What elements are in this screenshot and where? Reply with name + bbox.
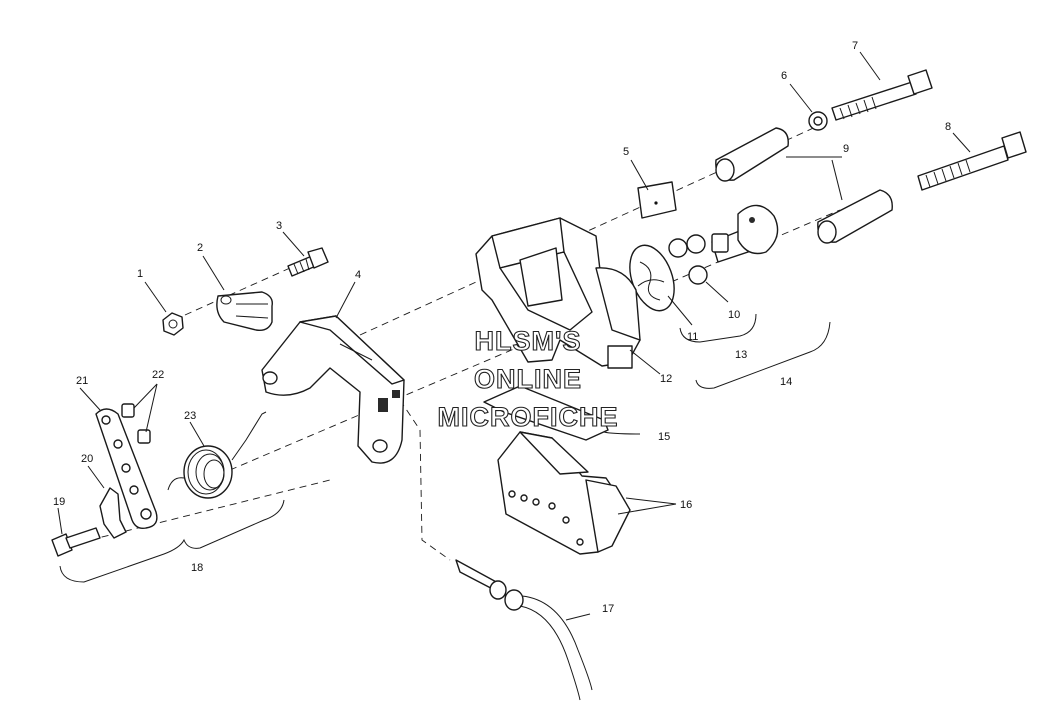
cable-part-17 [455,559,593,701]
callout-21: 21 [76,375,88,387]
callout-1: 1 [137,268,143,280]
callout-20: 20 [81,453,93,465]
piston-assembly-part-10 [668,204,779,285]
watermark-line-2: ONLINE [474,364,582,394]
callout-9: 9 [843,143,849,155]
brake-pads-part-16 [497,431,631,555]
callout-12: 12 [660,373,672,385]
watermark: HLSM'S ONLINE MICROFICHE [437,325,619,432]
leader-lines [57,51,971,621]
callout-6: 6 [781,70,787,82]
long-bolt-part-7 [831,69,933,121]
shim-part-5 [637,181,677,219]
lock-tab-part-20 [99,487,127,539]
clevis-part-2 [216,291,273,332]
bolt-part-3 [287,247,329,277]
group-braces [59,313,831,583]
nut-part-1 [162,312,184,336]
callout-18: 18 [191,562,203,574]
callout-2: 2 [197,242,203,254]
callout-labels: 1 2 3 4 5 6 7 8 9 10 11 12 13 14 15 16 1… [53,40,951,615]
callout-13: 13 [735,349,747,361]
watermark-line-3: MICROFICHE [438,402,619,432]
sleeve-parts-9 [715,127,893,244]
bolt-part-8 [917,131,1027,191]
callout-17: 17 [602,603,614,615]
callout-11: 11 [687,331,698,343]
callout-23: 23 [184,410,196,422]
watermark-line-1: HLSM'S [475,326,582,356]
callout-8: 8 [945,121,951,133]
lever-arm-part-21 [95,408,158,530]
callout-3: 3 [276,220,282,232]
callout-15: 15 [658,431,670,443]
callout-4: 4 [355,269,361,281]
callout-14: 14 [780,376,792,388]
callout-19: 19 [53,496,65,508]
callout-10: 10 [728,309,740,321]
bracket-part-4 [261,315,405,464]
clip-part-15 [483,385,609,441]
callout-16: 16 [680,499,692,511]
bushing-parts-22 [121,403,151,444]
torsion-spring-part-23 [167,411,267,499]
callout-22: 22 [152,369,164,381]
washer-part-6 [808,111,828,131]
callout-5: 5 [623,146,629,158]
callout-7: 7 [852,40,858,52]
bolt-part-19 [51,527,101,557]
caliper-body-part-12 [475,217,641,369]
